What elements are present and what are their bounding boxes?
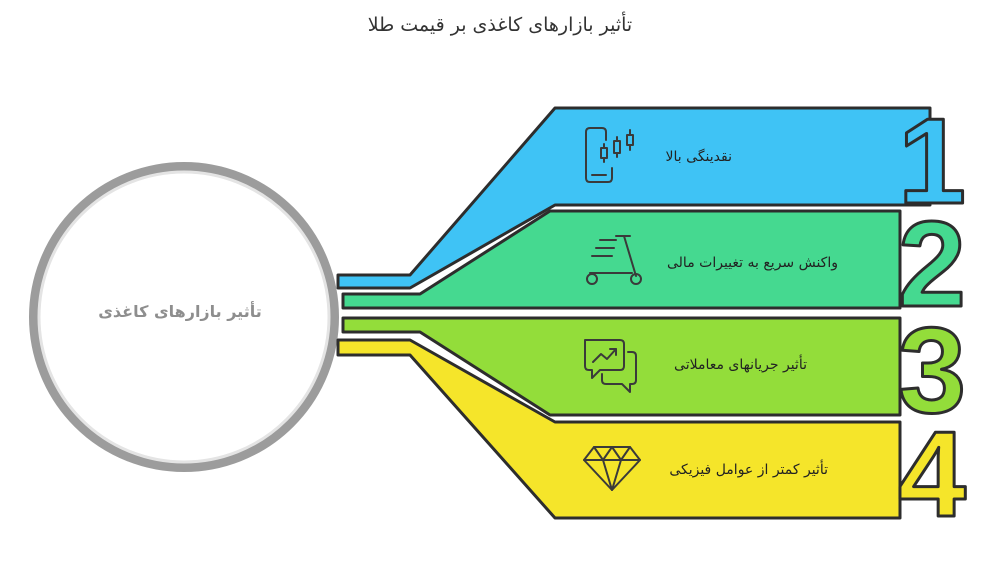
phone-candlestick-icon bbox=[585, 127, 634, 183]
step-number-4: 4 bbox=[898, 406, 966, 542]
step-number-3: 3 bbox=[898, 302, 966, 438]
chat-trend-icon bbox=[584, 339, 637, 393]
diamond-icon bbox=[583, 446, 641, 491]
item-label-4: تأثیر کمتر از عوامل فیزیکی bbox=[669, 462, 828, 478]
band-1 bbox=[336, 106, 932, 290]
hub-circle-inner bbox=[37, 170, 331, 464]
item-label-1: نقدینگی بالا bbox=[665, 149, 732, 165]
band-4 bbox=[336, 338, 902, 520]
hub-label: تأثیر بازارهای کاغذی bbox=[98, 302, 262, 321]
scooter-icon bbox=[586, 235, 642, 285]
hub-circle bbox=[29, 162, 339, 472]
band-3 bbox=[341, 316, 902, 417]
item-label-3: تأثیر جریانهای معاملاتی bbox=[674, 357, 807, 373]
band-2 bbox=[341, 209, 902, 310]
step-number-1: 1 bbox=[898, 93, 966, 229]
step-number-2: 2 bbox=[898, 196, 966, 332]
item-label-2: واکنش سریع به تغییرات مالی bbox=[667, 255, 838, 271]
diagram-title: تأثیر بازارهای کاغذی بر قیمت طلا bbox=[367, 14, 633, 36]
